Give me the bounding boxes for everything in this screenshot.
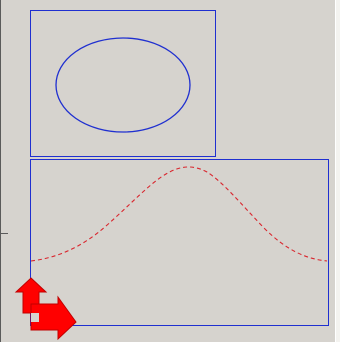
curve-drawing	[30, 166, 328, 262]
right-divider	[336, 0, 340, 342]
curve-panel[interactable]	[30, 159, 329, 326]
left-divider-tick	[0, 233, 8, 234]
ellipse-panel[interactable]	[30, 10, 216, 157]
left-divider	[0, 0, 1, 342]
ellipse-shape[interactable]	[55, 37, 191, 133]
bell-curve-shape[interactable]	[30, 166, 328, 262]
right-divider-highlight	[335, 0, 336, 342]
origin-marker	[31, 313, 39, 322]
ellipse-drawing	[55, 37, 191, 133]
right-arrow-icon	[30, 295, 77, 341]
xy-axes-arrows-icon[interactable]	[14, 277, 77, 341]
